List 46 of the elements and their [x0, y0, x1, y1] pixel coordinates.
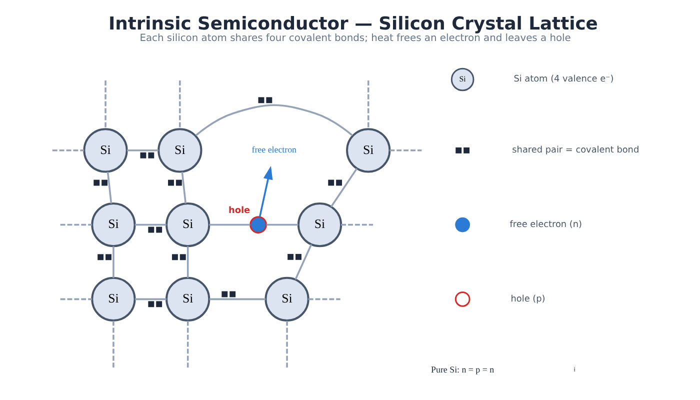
connector: [330, 168, 358, 208]
legend-label: Si atom (4 valence e⁻): [514, 74, 614, 85]
node-circle: Si: [91, 276, 136, 322]
connector: [286, 320, 288, 370]
legend-label: free electron (n): [510, 220, 582, 230]
node-circle: Si: [91, 202, 136, 248]
node-label: hole: [228, 206, 250, 216]
connector: [134, 224, 166, 226]
node-circle: Si: [264, 276, 310, 322]
diagram-title: Intrinsic Semiconductor — Silicon Crystal Lattice: [108, 13, 598, 34]
connector: [112, 320, 114, 370]
connector: [294, 244, 312, 280]
connector: [179, 80, 181, 129]
arrow: [258, 166, 273, 217]
node-circle: Si: [83, 128, 128, 173]
node-circle: Si: [166, 276, 210, 322]
connector: [52, 150, 84, 152]
connector: [106, 172, 112, 204]
connector: [186, 320, 189, 370]
connector: [127, 150, 158, 152]
node-text: free electron: [252, 144, 297, 155]
node-circle: Si: [346, 128, 391, 173]
connector: [209, 224, 250, 226]
label: Pure Si: n = p = n: [431, 364, 494, 374]
connector: [390, 150, 422, 152]
connector: [134, 298, 166, 300]
connector: [60, 224, 92, 226]
connector: [112, 246, 114, 278]
legend-label: hole (p): [510, 294, 546, 304]
node-circle: Si: [166, 202, 210, 248]
connector: [195, 104, 353, 136]
caption: Each silicon atom shares four covalent bonds; heat frees an electron and leaves a hole: [140, 32, 571, 44]
connector: [308, 298, 340, 300]
connector: [341, 224, 374, 226]
connector: [60, 298, 92, 300]
legend-label: shared pair = covalent bond: [512, 146, 640, 156]
connector: [181, 172, 186, 204]
connector: [210, 298, 266, 300]
connector: [104, 80, 106, 129]
label: Si: [459, 74, 466, 84]
node-circle: Si: [158, 128, 202, 173]
connector: [266, 224, 298, 226]
connector: [186, 246, 189, 278]
connector: [367, 80, 370, 129]
node-circle: [250, 216, 267, 234]
node-circle: Si: [297, 202, 342, 248]
